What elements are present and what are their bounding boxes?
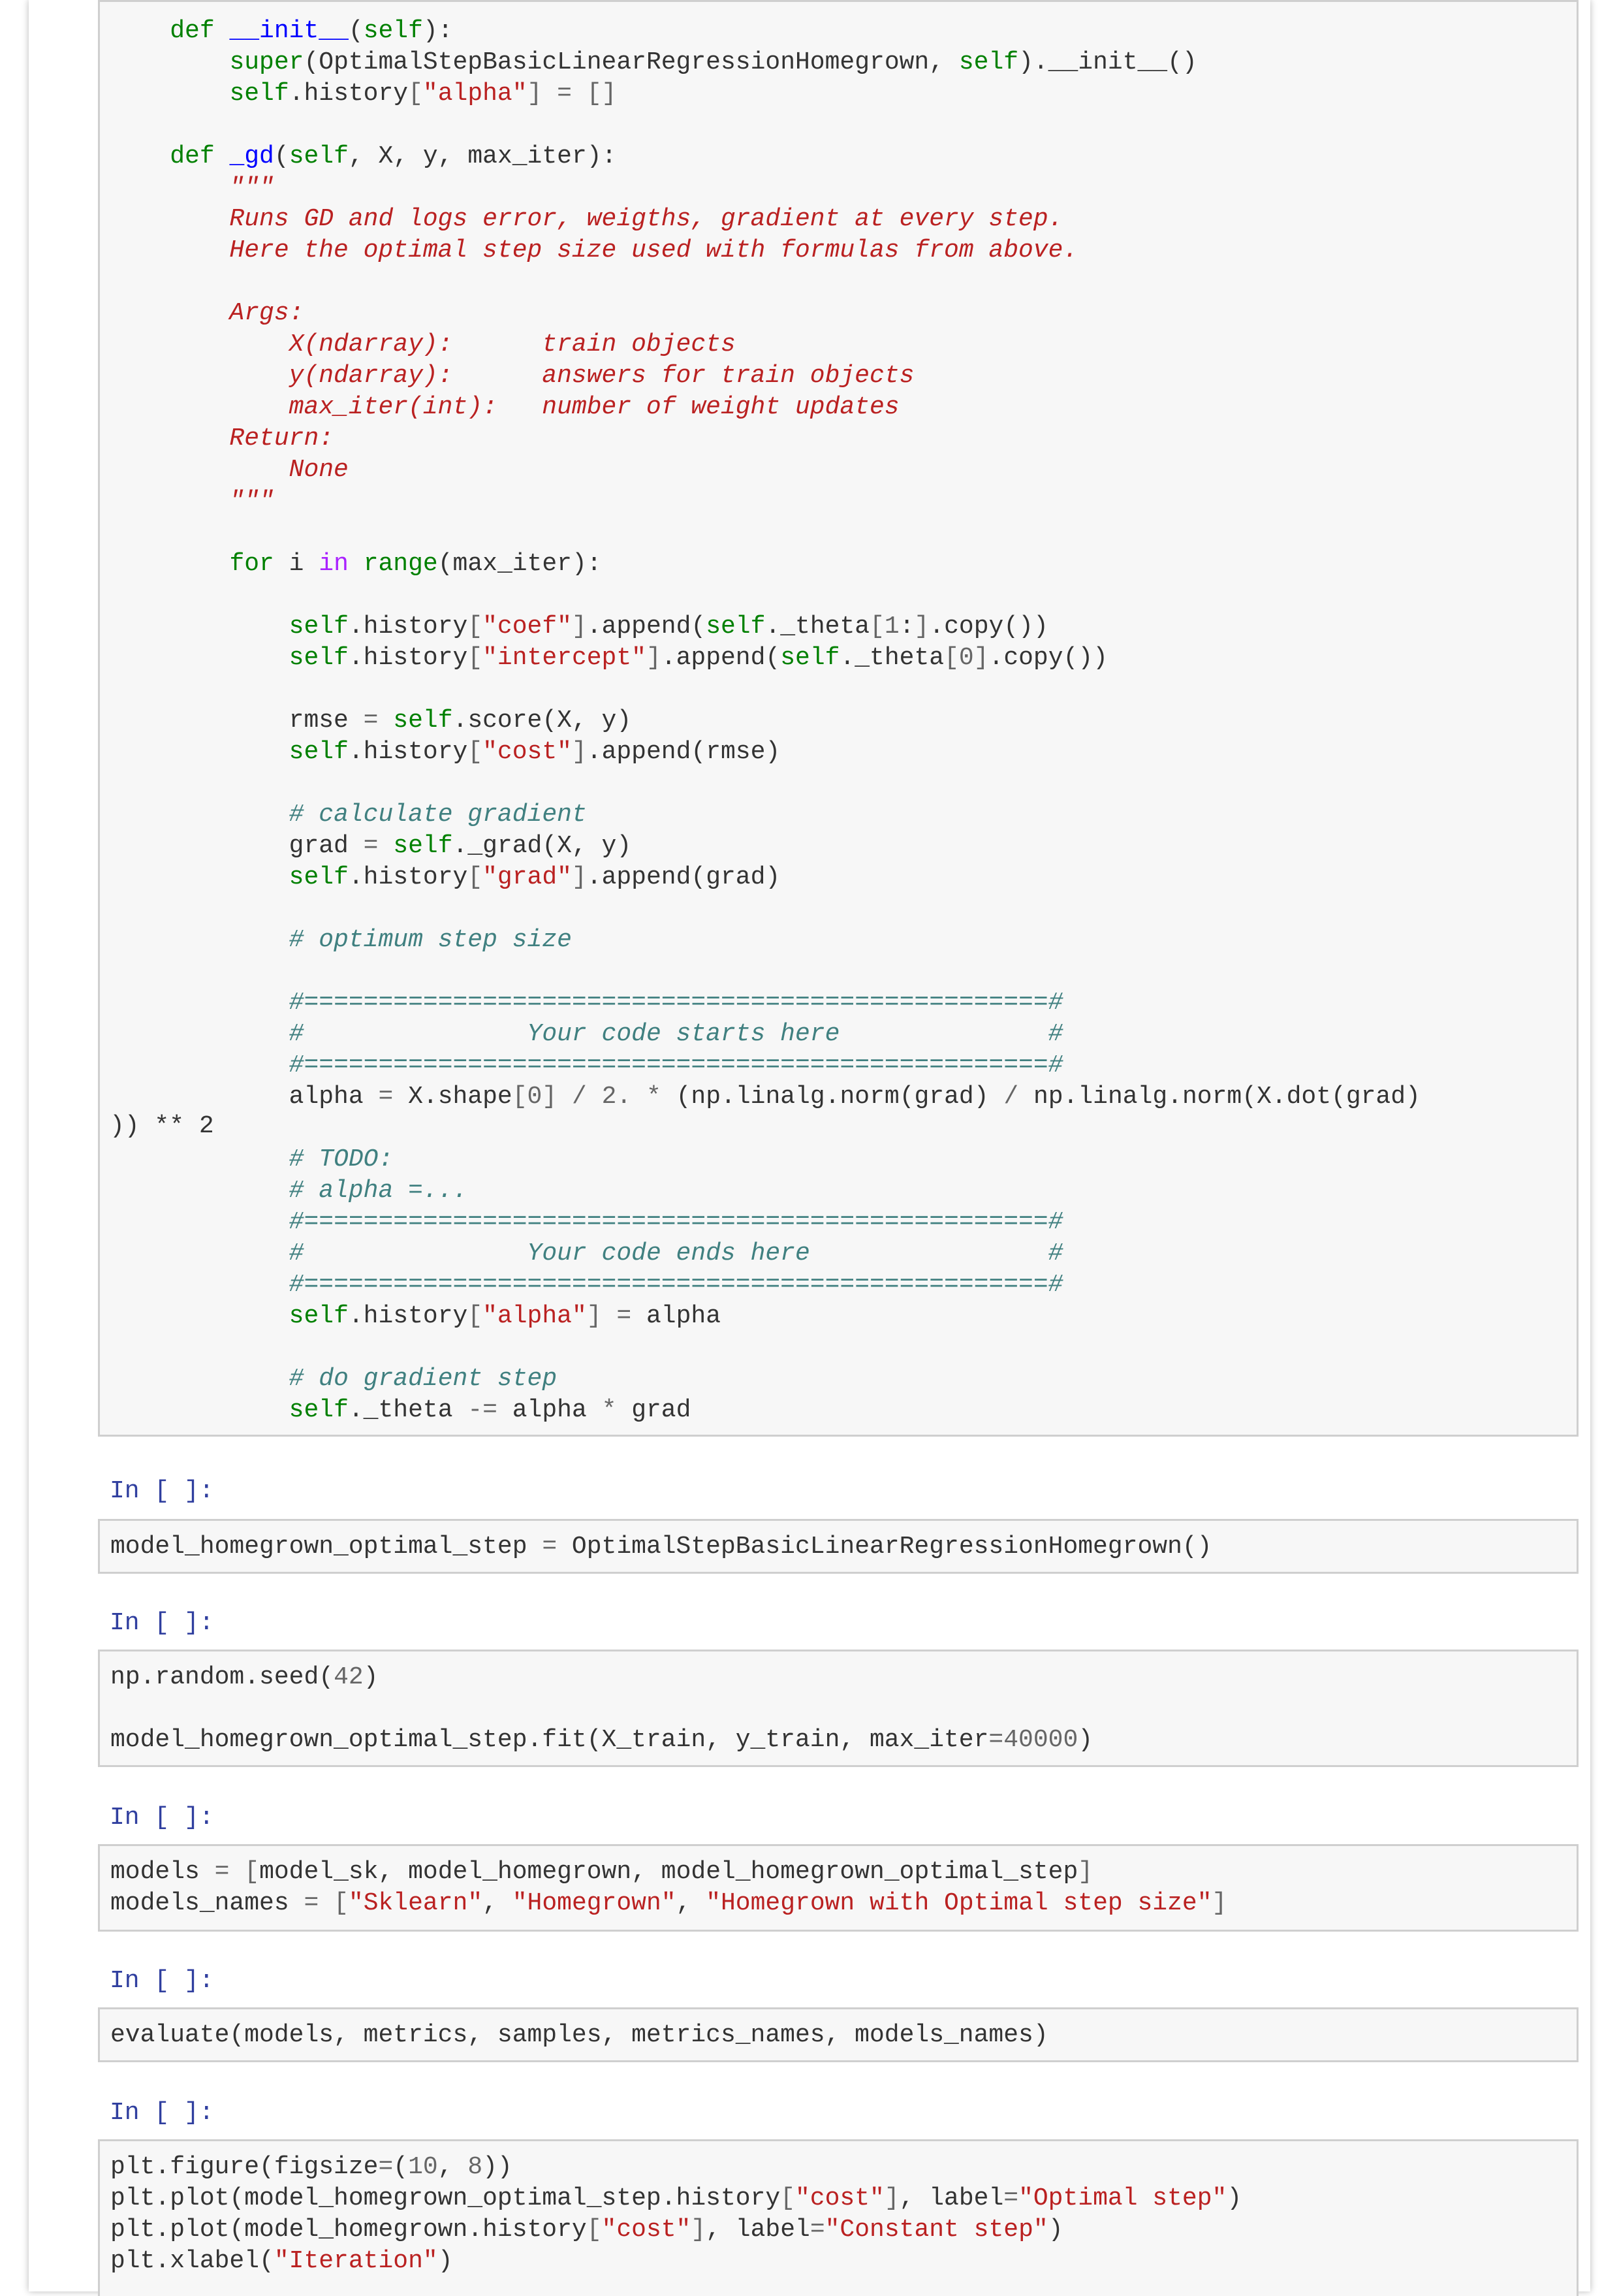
code-cell[interactable]: np.random.seed(42) model_homegrown_optim… [98,1650,1579,1767]
code-cell[interactable]: def __init__(self): super(OptimalStepBas… [98,0,1579,1437]
input-prompt: In [ ]: [110,2099,214,2127]
code-editor[interactable]: def __init__(self): super(OptimalStepBas… [110,17,1421,1424]
notebook-page: def __init__(self): super(OptimalStepBas… [29,0,1590,2296]
code-cell[interactable]: evaluate(models, metrics, samples, metri… [98,2007,1579,2062]
code-overflow-line: )) ** 2 [110,1112,214,1140]
code-editor[interactable]: evaluate(models, metrics, samples, metri… [110,2021,1048,2049]
input-prompt: In [ ]: [110,1477,214,1505]
code-editor[interactable]: models = [model_sk, model_homegrown, mod… [110,1858,1227,1917]
code-cell[interactable]: plt.figure(figsize=(10, 8)) plt.plot(mod… [98,2139,1579,2296]
code-cell[interactable]: model_homegrown_optimal_step = OptimalSt… [98,1519,1579,1574]
input-prompt: In [ ]: [110,1804,214,1832]
input-prompt: In [ ]: [110,1609,214,1637]
code-editor[interactable]: np.random.seed(42) model_homegrown_optim… [110,1663,1093,1754]
input-prompt: In [ ]: [110,1967,214,1995]
code-editor[interactable]: model_homegrown_optimal_step = OptimalSt… [110,1533,1212,1561]
code-editor[interactable]: plt.figure(figsize=(10, 8)) plt.plot(mod… [110,2153,1242,2275]
code-cell[interactable]: models = [model_sk, model_homegrown, mod… [98,1844,1579,1932]
